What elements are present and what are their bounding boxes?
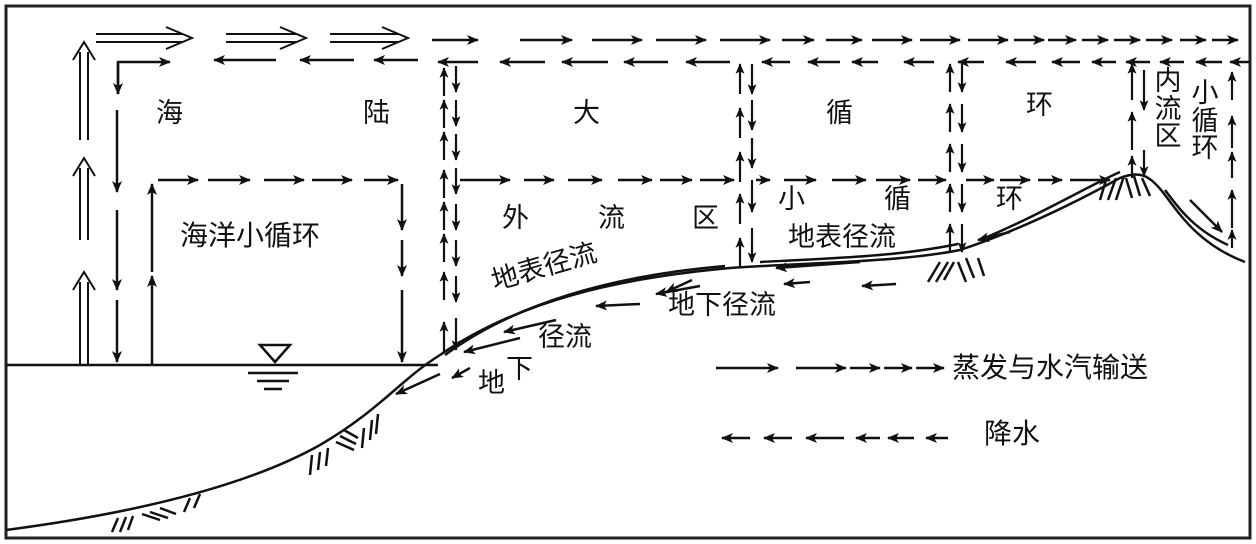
groundwater-runoff-lower-xia: 下	[506, 354, 533, 385]
label-huan: 环	[1026, 90, 1053, 121]
groundwater-runoff-lower-di: 地	[478, 368, 505, 399]
legend-evaporation-label: 蒸发与水汽输送	[952, 351, 1149, 384]
inland-region-char-3: 区	[1154, 121, 1182, 153]
label-da: 大	[573, 98, 600, 129]
diagram-frame	[4, 4, 1252, 540]
ocean-evaporation-arrows	[72, 26, 411, 364]
outflow-small-cycle-xun: 循	[884, 184, 911, 215]
ocean-precip-corner	[113, 57, 171, 95]
legend-precipitation-label: 降水	[984, 417, 1041, 450]
label-hai: 海	[156, 98, 183, 129]
outflow-region-wai: 外	[502, 203, 529, 234]
inland-small-cycle-char-1: 小	[1191, 78, 1219, 109]
terrain-hatching	[110, 175, 1152, 533]
label-xun: 循	[826, 98, 853, 129]
inland-small-cycle-char-3: 环	[1191, 133, 1219, 165]
inland-exchange-column	[1127, 63, 1149, 178]
inland-region-label: 内 流 区	[1153, 68, 1183, 151]
runoff-arrows	[395, 199, 1223, 396]
outflow-region-liu: 流	[598, 203, 625, 234]
surface-runoff-upper-label: 地表径流	[788, 222, 896, 253]
outflow-region-qu: 区	[692, 203, 719, 234]
coastal-exchange-column	[439, 66, 461, 352]
inland-small-cycle-label: 小 循 环	[1190, 80, 1220, 163]
top-precipitation-arrows	[213, 55, 1250, 67]
inland-region-char-1: 内	[1154, 66, 1182, 97]
upland-exchange-column	[945, 63, 967, 253]
inland-region-char-2: 流	[1154, 93, 1182, 125]
groundwater-runoff-lower-jingliu: 径流	[538, 322, 592, 353]
outflow-small-cycle-huan: 环	[996, 184, 1023, 215]
label-lu: 陆	[363, 98, 390, 129]
water-level-symbol-icon	[248, 343, 298, 391]
outflow-small-cycle-xiao: 小	[778, 184, 805, 215]
groundwater-runoff-upper-label: 地下径流	[668, 290, 776, 321]
ocean-small-cycle-label: 海洋小循环	[180, 219, 321, 252]
mid-exchange-column	[735, 63, 757, 266]
inland-small-cycle-char-2: 循	[1191, 105, 1219, 137]
